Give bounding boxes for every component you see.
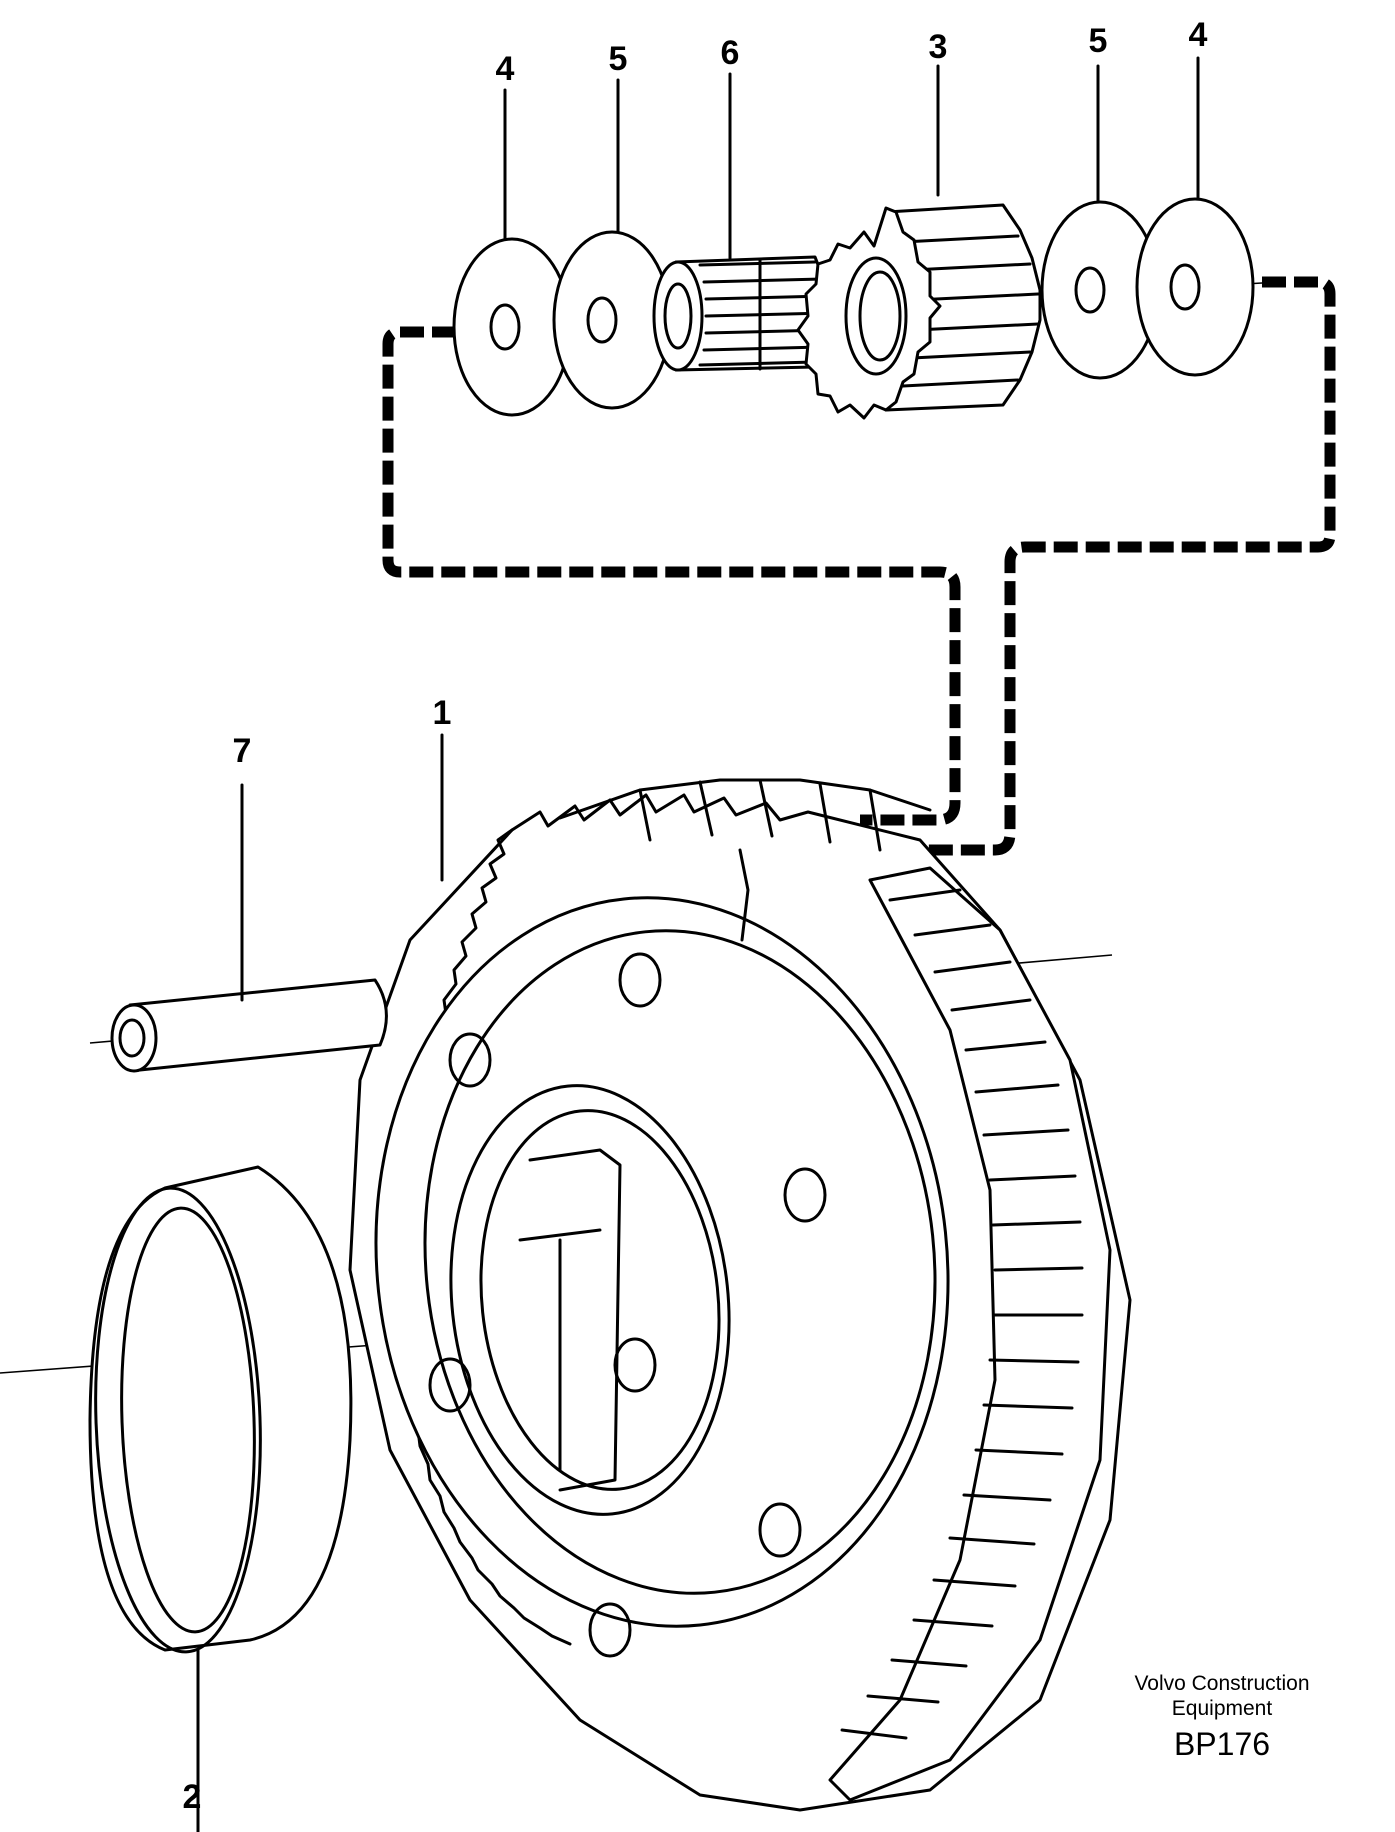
callout-1: 1	[433, 694, 452, 732]
callout-4-right: 4	[1189, 16, 1208, 54]
planet-gear	[796, 203, 1042, 420]
callout-7: 7	[233, 732, 252, 770]
credit-line-2: Equipment	[1172, 1697, 1273, 1720]
thrust-washer-left	[452, 237, 572, 417]
bolt-holes	[428, 952, 827, 1658]
callout-4-left: 4	[496, 50, 515, 88]
callout-5-right: 5	[1089, 22, 1108, 60]
drawing-code: BP176	[1174, 1726, 1270, 1762]
callout-2: 2	[183, 1778, 202, 1816]
needle-bearing	[652, 255, 830, 372]
bearing-ring	[88, 1165, 353, 1654]
callout-3: 3	[929, 28, 948, 66]
planet-pin	[110, 978, 388, 1073]
ring-gear-teeth	[840, 888, 1084, 1740]
assembly-bracket	[382, 276, 1336, 856]
planet-carrier-ring-gear	[348, 778, 1132, 1812]
credit-line-1: Volvo Construction	[1134, 1672, 1309, 1695]
callout-6: 6	[721, 34, 740, 72]
leader-lines	[196, 56, 1200, 1832]
thrust-washer-right	[1135, 197, 1255, 377]
callout-5-left: 5	[609, 40, 628, 78]
